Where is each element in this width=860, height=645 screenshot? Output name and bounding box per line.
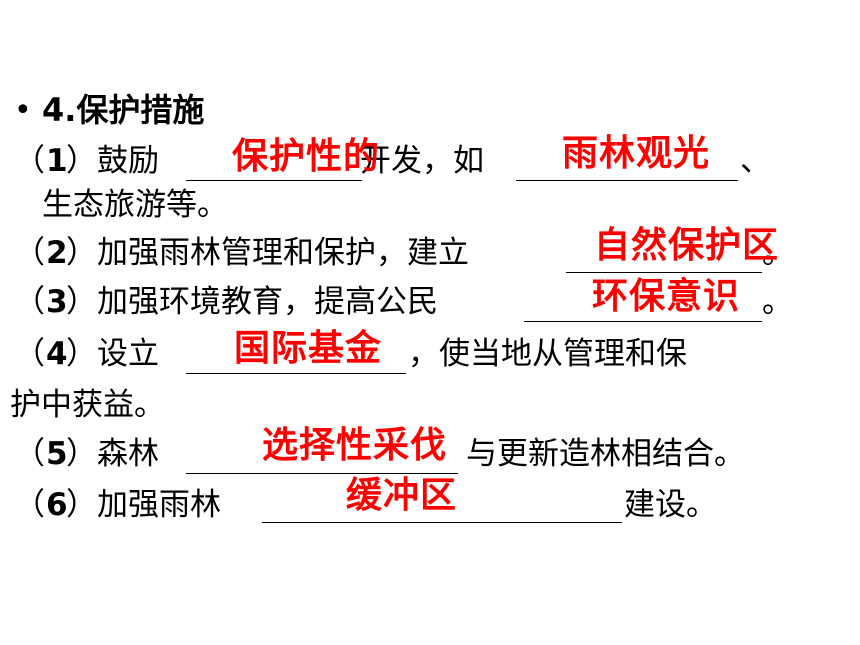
item-text: 开发，如 <box>360 143 484 179</box>
item-text-continued: 护中获益。 <box>10 387 165 423</box>
answer-blank <box>262 522 622 523</box>
answer-blank <box>186 373 406 374</box>
item-text: ）森林 <box>66 436 159 472</box>
answer-blank <box>186 180 362 181</box>
paren-open: （ <box>14 436 45 472</box>
answer-blank <box>186 473 458 474</box>
answer-text: 环保意识 <box>592 276 741 317</box>
answer-text: 缓冲区 <box>346 475 458 516</box>
item-text-continued: 生态旅游等。 <box>42 187 228 223</box>
paren-open: （ <box>14 336 45 372</box>
answer-text: 国际基金 <box>234 328 383 369</box>
paren-open: （ <box>14 235 45 271</box>
paren-open: （ <box>14 487 45 523</box>
answer-blank <box>566 272 762 273</box>
bullet-marker: • <box>14 93 32 128</box>
item-text: ，使当地从管理和保 <box>408 336 687 372</box>
item-number: 6 <box>46 487 68 523</box>
item-text: 建设。 <box>624 487 717 523</box>
item-text: ）设立 <box>66 336 159 372</box>
item-number: 2 <box>46 235 68 271</box>
item-number: 4 <box>46 336 68 372</box>
item-number: 3 <box>46 284 68 320</box>
item-text: ）加强环境教育，提高公民 <box>66 284 438 320</box>
item-text: ）加强雨林 <box>66 487 221 523</box>
item-text: ）加强雨林管理和保护，建立 <box>66 235 469 271</box>
answer-blank <box>516 180 738 181</box>
answer-text: 雨林观光 <box>562 133 711 174</box>
paren-open: （ <box>14 284 45 320</box>
item-text: 、 <box>740 143 771 179</box>
item-number: 1 <box>46 143 68 179</box>
item-text: 与更新造林相结合。 <box>466 436 745 472</box>
section-heading: 4.保护措施 <box>42 91 205 129</box>
answer-blank <box>524 321 762 322</box>
paren-open: （ <box>14 143 45 179</box>
item-number: 5 <box>46 436 68 472</box>
answer-text: 自然保护区 <box>594 225 780 266</box>
answer-text: 选择性采伐 <box>262 425 448 466</box>
item-text: ）鼓励 <box>66 143 159 179</box>
item-text: 。 <box>762 235 793 271</box>
item-text: 。 <box>762 284 793 320</box>
answer-text: 保护性的 <box>232 136 381 177</box>
